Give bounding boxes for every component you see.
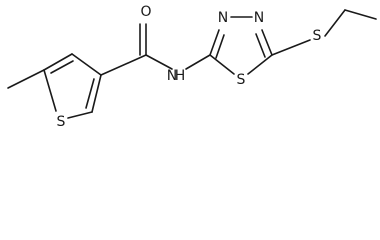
thiadiazole-to-sulfur-bond [271, 39, 311, 56]
thiophene-s-c5-bond [43, 69, 57, 112]
thioether-sulfur-label: S [313, 28, 322, 44]
ethylthio-group: S [271, 9, 377, 56]
amide-group: O N H [100, 4, 211, 84]
thiadiazole-ring: N N S [209, 10, 273, 88]
oxygen-label: O [140, 4, 151, 20]
amide-hydrogen-label: H [175, 68, 186, 84]
thiadiazole-sulfur-label: S [237, 72, 246, 88]
carbonyl-to-nitrogen-bond [145, 54, 173, 70]
thiadiazole-nitrogen-right-label: N [254, 10, 264, 26]
amide-nitrogen-label: N [167, 68, 177, 84]
thiophene-c4-c3-bond [71, 53, 102, 76]
thiadiazole-c2-n3-bond [209, 29, 220, 56]
molecule-structure: S O N H N N S S [7, 4, 377, 130]
thiophene-c3-c2-bond [91, 74, 102, 113]
thiophene-c5-c4-double [50, 60, 74, 74]
thiadiazole-c2-n3-double [215, 34, 225, 59]
ethyl-bond [344, 9, 377, 20]
thiadiazole-nitrogen-left-label: N [218, 10, 228, 26]
thiadiazole-c5-s-bond [247, 54, 273, 75]
thiophene-sulfur-label: S [57, 114, 66, 130]
nitrogen-to-thiadiazole-bond [185, 54, 211, 70]
thiophene-c2-s-bond [67, 111, 93, 119]
thiophene-ring: S [7, 53, 102, 130]
thiadiazole-n4-c5-double [255, 33, 266, 58]
thiadiazole-n4-c5-bond [261, 29, 273, 56]
thiophene-c5-c4-bond [43, 53, 73, 71]
ring-to-carbonyl-bond [100, 54, 147, 76]
thiadiazole-s-c2-bond [209, 54, 235, 75]
thiophene-c3-c2-double [85, 78, 95, 109]
sulfur-to-ethyl-bond [324, 9, 346, 37]
methyl-bond [7, 69, 45, 89]
